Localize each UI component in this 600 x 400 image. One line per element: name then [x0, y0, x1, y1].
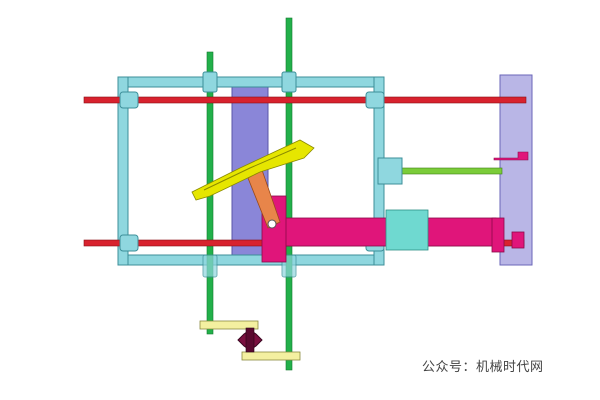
cylinder-head [385, 209, 429, 251]
cylinder-end-cap [491, 217, 505, 253]
vertical-rod-right [285, 17, 293, 371]
side-hook [493, 151, 529, 161]
collar-left-bottom [202, 254, 218, 278]
yellow-lever-slot [203, 147, 297, 191]
frame-bottom-bar [117, 254, 385, 266]
cylinder-body [271, 217, 497, 247]
yellow-lever [191, 139, 315, 201]
frame-top-bar [117, 76, 385, 88]
bearing-top-right [365, 91, 385, 109]
link-pivot-bottom [267, 219, 277, 229]
bearing-top-left [119, 91, 139, 109]
gear-plate-top [199, 320, 259, 330]
cylinder-mount [511, 231, 525, 249]
bearing-bottom-left [119, 234, 139, 252]
guide-rod-top [83, 96, 527, 104]
gear-hub [245, 327, 255, 353]
collar-left-top [202, 71, 218, 93]
watermark-text: 公众号：机械时代网 [422, 360, 544, 375]
link-bracket [377, 157, 403, 185]
collar-right-top [281, 71, 297, 93]
gear-plate-bottom [241, 351, 301, 361]
frame-inner [127, 86, 375, 256]
